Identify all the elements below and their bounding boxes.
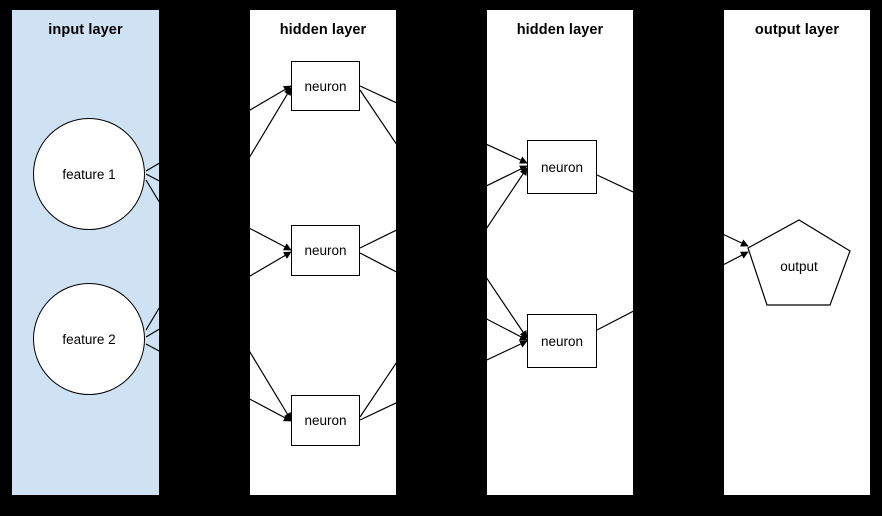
- feature-1-label: feature 1: [62, 166, 116, 182]
- layer-title-output: output layer: [754, 22, 840, 38]
- node-neuron-h2-2[interactable]: neuron: [527, 314, 597, 368]
- node-neuron-h2-1[interactable]: neuron: [527, 140, 597, 194]
- neuron-h1-1-label: neuron: [304, 78, 347, 94]
- neuron-h2-1-label: neuron: [540, 159, 584, 175]
- layer-title-hidden1: hidden layer: [279, 22, 367, 38]
- layer-title-hidden2: hidden layer: [516, 22, 604, 38]
- node-neuron-h1-1[interactable]: neuron: [291, 61, 360, 111]
- feature-2-label: feature 2: [62, 331, 116, 347]
- neuron-h2-2-label: neuron: [540, 333, 584, 349]
- layer-title-input: input layer: [48, 22, 123, 38]
- layer-panel-output: output layer: [724, 10, 870, 495]
- neuron-h1-3-label: neuron: [304, 413, 347, 428]
- node-neuron-h1-3[interactable]: neuron: [291, 395, 360, 446]
- node-neuron-h1-2[interactable]: neuron: [291, 225, 360, 276]
- neuron-h1-2-label: neuron: [304, 243, 347, 258]
- node-feature-1[interactable]: feature 1: [33, 118, 145, 230]
- layer-panel-input: input layer: [12, 10, 159, 495]
- node-feature-2[interactable]: feature 2: [33, 283, 145, 395]
- layer-panel-hidden2: hidden layer: [487, 10, 633, 495]
